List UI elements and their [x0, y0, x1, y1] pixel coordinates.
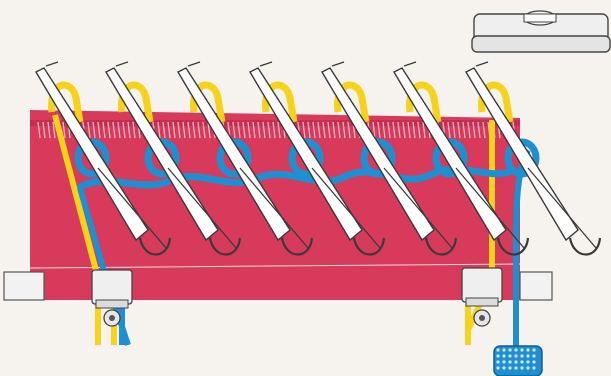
weight-tool-icon	[472, 11, 610, 52]
yarn-weight-icon	[494, 346, 542, 376]
